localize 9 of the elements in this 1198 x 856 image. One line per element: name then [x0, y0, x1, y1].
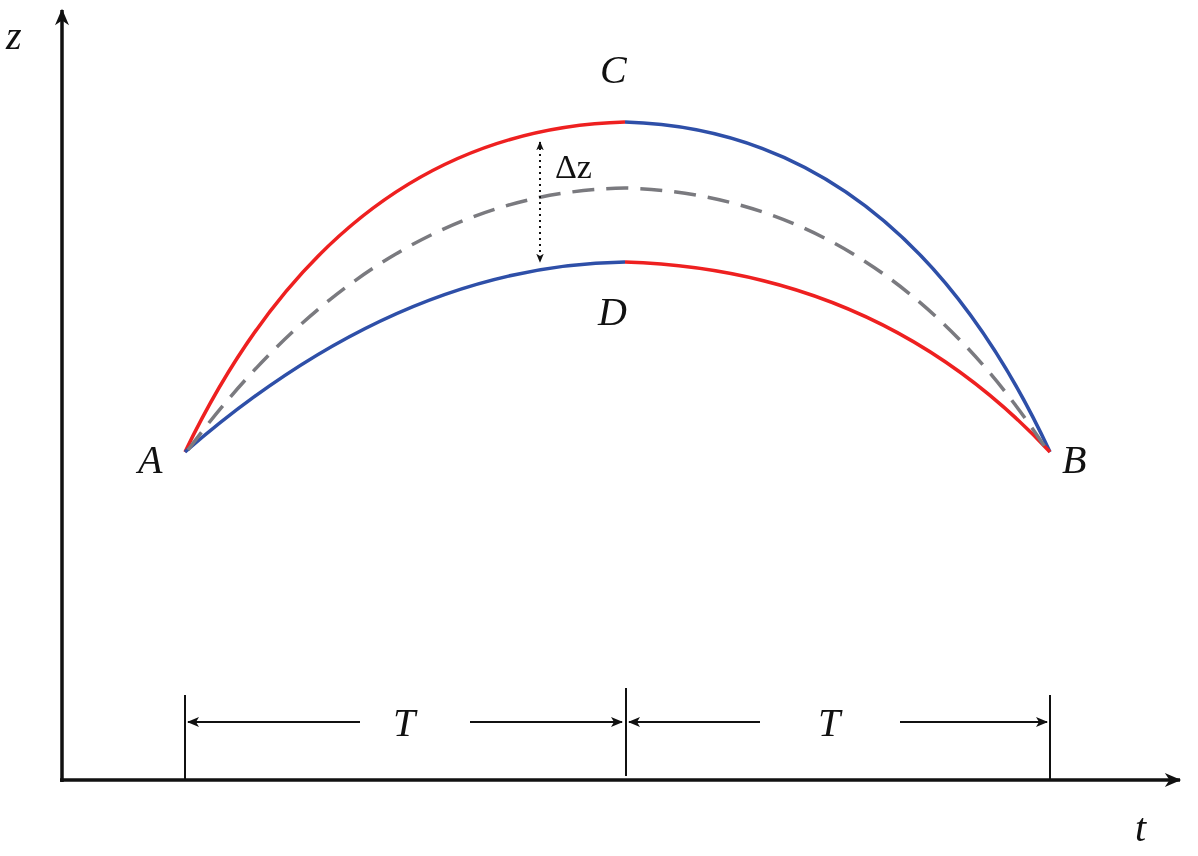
dimension-label: T — [393, 703, 416, 743]
axis-label: t — [1135, 808, 1147, 848]
dimension-label: Δz — [555, 150, 592, 184]
point-label: A — [138, 440, 163, 480]
dimension-label: T — [818, 703, 841, 743]
point-label: B — [1062, 440, 1087, 480]
point-label: C — [600, 50, 627, 90]
point-label: D — [598, 292, 627, 332]
axis-label: z — [6, 16, 22, 56]
